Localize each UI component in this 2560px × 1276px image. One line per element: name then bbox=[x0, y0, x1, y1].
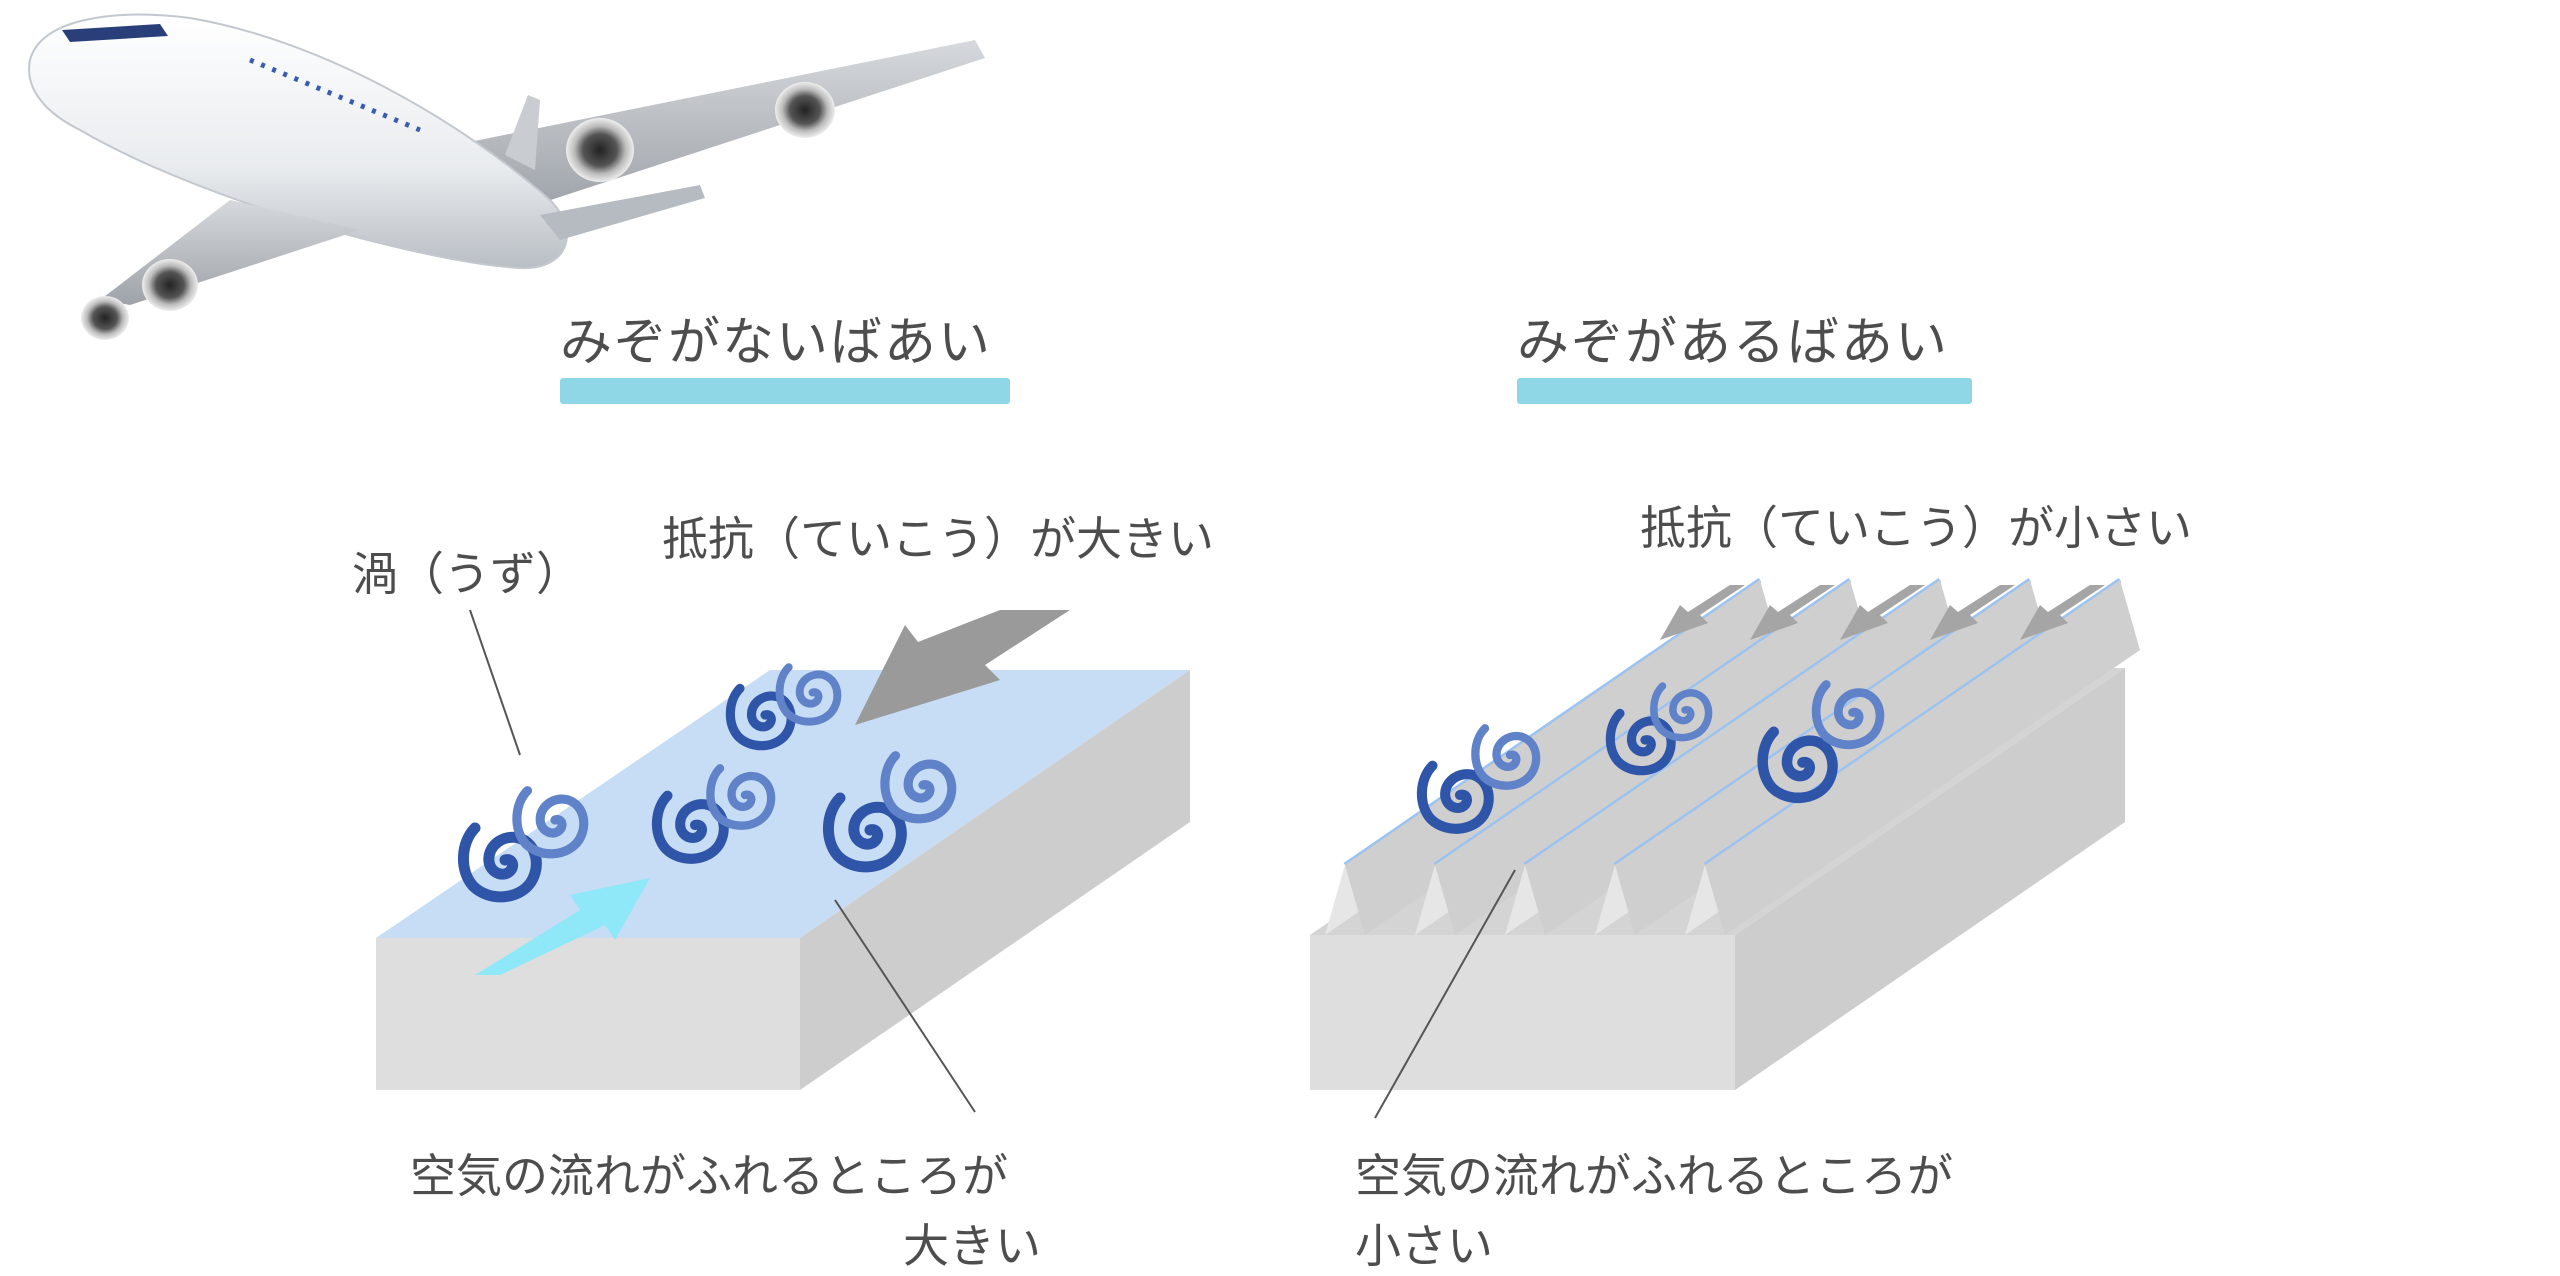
airplane-engine bbox=[775, 82, 835, 138]
left-title-underline bbox=[560, 378, 1010, 404]
contact-leader-line bbox=[834, 899, 976, 1113]
right-contact-label-line1: 空気の流れがふれるところが bbox=[1355, 1149, 1953, 1203]
resistance-arrow-icon bbox=[1660, 585, 1745, 640]
left-contact-label-line2: 大きい bbox=[903, 1219, 1041, 1273]
right-block-side bbox=[1735, 668, 2125, 1090]
left-contact-label-line1: 空気の流れがふれるところが bbox=[410, 1149, 1008, 1203]
right-block-grooved bbox=[1310, 577, 2140, 1119]
resistance-arrow-icon bbox=[1930, 585, 2015, 640]
right-contact-label-line2: 小さい bbox=[1355, 1219, 1493, 1273]
small-resistance-arrows bbox=[1660, 585, 2105, 640]
left-block-flat bbox=[376, 609, 1190, 1113]
contact-leader-line bbox=[1374, 869, 1516, 1119]
left-panel-title: みぞがないばあい bbox=[560, 313, 993, 373]
vortex-leader-line bbox=[469, 609, 521, 756]
right-block-front bbox=[1310, 935, 1735, 1090]
right-title-underline bbox=[1517, 378, 1972, 404]
airplane-engine bbox=[81, 296, 129, 340]
airplane-far-wing bbox=[430, 40, 985, 210]
right-panel-title: みぞがあるばあい bbox=[1517, 313, 1950, 373]
airplane-cockpit bbox=[62, 24, 168, 42]
vortex-label: 渦（うず） bbox=[352, 547, 582, 601]
airplane-stabilizer bbox=[540, 185, 705, 240]
airplane-engine bbox=[142, 259, 198, 311]
airplane-illustration bbox=[28, 13, 985, 340]
resistance-arrow-icon bbox=[2020, 585, 2105, 640]
resistance-arrow-icon bbox=[1750, 585, 1835, 640]
resistance-arrow-icon bbox=[1840, 585, 1925, 640]
left-block-front bbox=[376, 938, 800, 1090]
airplane-engine bbox=[566, 118, 634, 182]
resistance-arrow-icon bbox=[855, 610, 1070, 725]
flow-arrow-icon bbox=[475, 878, 650, 975]
left-block-side bbox=[800, 670, 1190, 1090]
left-block-top bbox=[376, 670, 1190, 938]
right-resistance-label: 抵抗（ていこう）が小さい bbox=[1640, 501, 2192, 555]
airplane-tail-fin bbox=[505, 95, 540, 170]
left-resistance-label: 抵抗（ていこう）が大きい bbox=[662, 512, 1214, 566]
